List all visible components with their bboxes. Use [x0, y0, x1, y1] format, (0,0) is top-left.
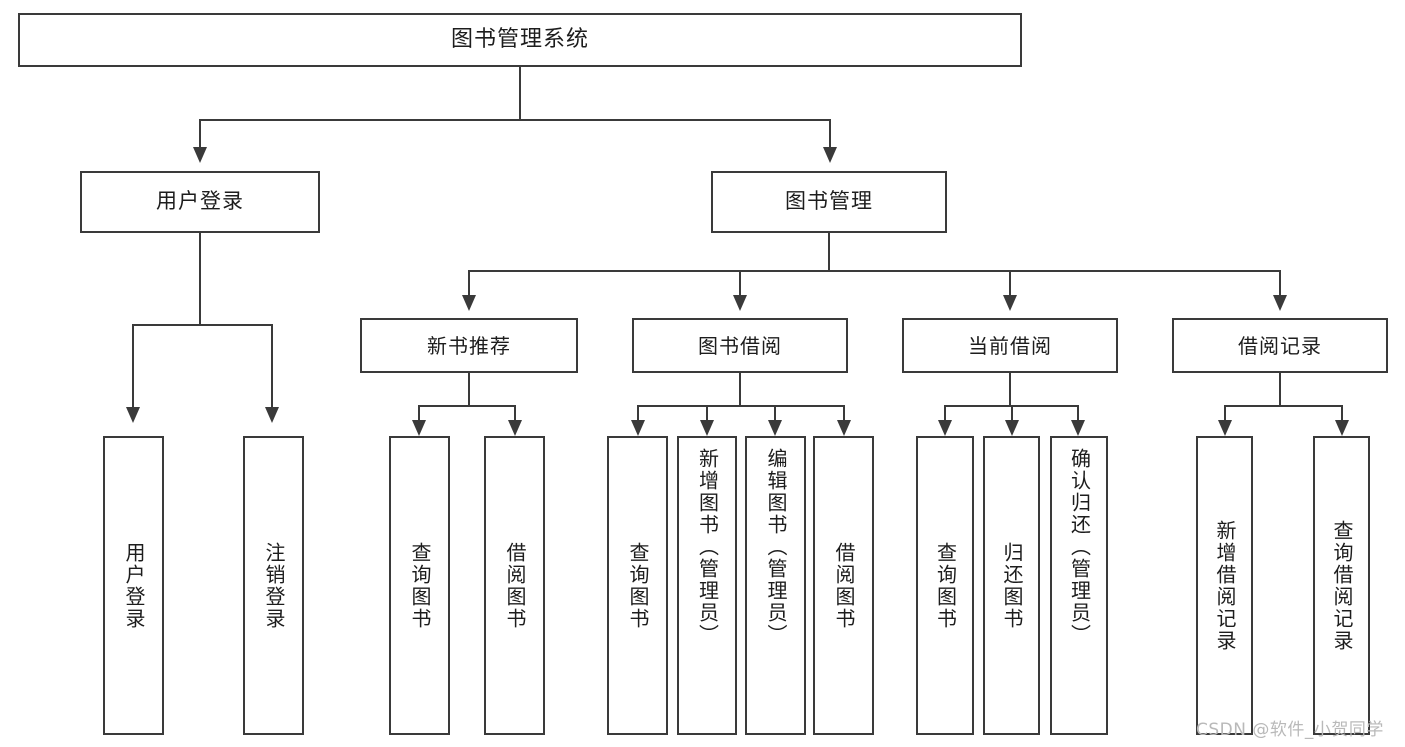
connector-user-login-stem: [199, 233, 201, 325]
leaf-user-login-login[interactable]: 用户登录: [103, 436, 164, 735]
arrowhead-bm-to-borrow-record: [1273, 295, 1287, 311]
connector-cb-to-leaf-3: [1077, 405, 1079, 421]
node-book-management-label: 图书管理: [785, 189, 873, 214]
connector-book-management-stem: [828, 233, 830, 271]
connector-bb-to-leaf-1: [637, 405, 639, 421]
connector-root-bar: [199, 119, 831, 121]
leaf-borrow-record-query-label: 查询借阅记录: [1330, 519, 1354, 652]
connector-bb-to-leaf-4: [843, 405, 845, 421]
node-current-borrow-label: 当前借阅: [968, 333, 1052, 358]
leaf-current-borrow-query[interactable]: 查询图书: [916, 436, 974, 735]
leaf-book-borrow-edit-label: 编辑图书（管理员）: [764, 448, 788, 646]
connector-new-book-to-leaf-2: [514, 405, 516, 421]
leaf-book-borrow-add-label: 新增图书（管理员）: [695, 448, 720, 646]
arrowhead-user-login-leaf-1: [126, 407, 140, 423]
leaf-book-borrow-query-label: 查询图书: [626, 541, 650, 630]
arrowhead-new-book-leaf-1: [412, 420, 426, 436]
leaf-user-login-logout[interactable]: 注销登录: [243, 436, 304, 735]
leaf-current-borrow-return[interactable]: 归还图书: [983, 436, 1040, 735]
arrowhead-root-to-user-login: [193, 147, 207, 163]
connector-br-to-leaf-2: [1341, 405, 1343, 421]
arrowhead-cb-leaf-2: [1005, 420, 1019, 436]
leaf-new-book-query-label: 查询图书: [408, 541, 432, 630]
node-new-book-recommend-label: 新书推荐: [427, 333, 511, 358]
node-root-system[interactable]: 图书管理系统: [18, 13, 1022, 67]
arrowhead-bb-leaf-3: [768, 420, 782, 436]
connector-bm-to-current-borrow: [1009, 270, 1011, 296]
arrowhead-bm-to-book-borrow: [733, 295, 747, 311]
arrowhead-bb-leaf-2: [700, 420, 714, 436]
connector-root-to-user-login: [199, 119, 201, 148]
connector-book-borrow-stem: [739, 373, 741, 406]
connector-current-borrow-stem: [1009, 373, 1011, 406]
leaf-borrow-record-add[interactable]: 新增借阅记录: [1196, 436, 1253, 735]
leaf-book-borrow-query[interactable]: 查询图书: [607, 436, 668, 735]
node-current-borrow[interactable]: 当前借阅: [902, 318, 1118, 373]
leaf-book-borrow-borrow-label: 借阅图书: [832, 541, 856, 630]
arrowhead-cb-leaf-1: [938, 420, 952, 436]
arrowhead-bb-leaf-1: [631, 420, 645, 436]
leaf-book-borrow-borrow[interactable]: 借阅图书: [813, 436, 874, 735]
connector-bb-to-leaf-2: [706, 405, 708, 421]
connector-user-login-bar: [132, 324, 272, 326]
leaf-borrow-record-add-label: 新增借阅记录: [1213, 519, 1237, 652]
leaf-user-login-logout-label: 注销登录: [262, 541, 286, 630]
leaf-new-book-borrow[interactable]: 借阅图书: [484, 436, 545, 735]
node-book-borrow[interactable]: 图书借阅: [632, 318, 848, 373]
connector-new-book-bar: [418, 405, 516, 407]
leaf-current-borrow-query-label: 查询图书: [933, 541, 958, 630]
connector-user-login-to-leaf-2: [271, 324, 273, 408]
connector-bm-to-book-borrow: [739, 270, 741, 296]
node-borrow-record-label: 借阅记录: [1238, 333, 1322, 358]
leaf-borrow-record-query[interactable]: 查询借阅记录: [1313, 436, 1370, 735]
leaf-user-login-login-label: 用户登录: [122, 541, 146, 630]
leaf-current-borrow-return-label: 归还图书: [1000, 541, 1024, 630]
csdn-watermark: CSDN @软件_小贺同学: [1196, 715, 1384, 740]
node-borrow-record[interactable]: 借阅记录: [1172, 318, 1388, 373]
connector-book-borrow-bar: [637, 405, 845, 407]
node-user-login-label: 用户登录: [156, 189, 244, 214]
leaf-new-book-borrow-label: 借阅图书: [503, 541, 527, 630]
arrowhead-bm-to-current-borrow: [1003, 295, 1017, 311]
connector-borrow-record-bar: [1224, 405, 1342, 407]
leaf-current-borrow-confirm-label: 确认归还（管理员）: [1067, 448, 1092, 646]
leaf-new-book-query[interactable]: 查询图书: [389, 436, 450, 735]
connector-user-login-to-leaf-1: [132, 324, 134, 408]
connector-cb-to-leaf-2: [1011, 405, 1013, 421]
leaf-book-borrow-edit[interactable]: 编辑图书（管理员）: [745, 436, 806, 735]
connector-root-stem: [519, 67, 521, 120]
connector-bm-to-borrow-record: [1279, 270, 1281, 296]
arrowhead-br-leaf-1: [1218, 420, 1232, 436]
connector-bb-to-leaf-3: [774, 405, 776, 421]
connector-borrow-record-stem: [1279, 373, 1281, 406]
connector-root-to-book-manage: [829, 119, 831, 148]
arrowhead-cb-leaf-3: [1071, 420, 1085, 436]
node-user-login[interactable]: 用户登录: [80, 171, 320, 233]
connector-bm-to-new-book: [468, 270, 470, 296]
arrowhead-br-leaf-2: [1335, 420, 1349, 436]
arrowhead-root-to-book-manage: [823, 147, 837, 163]
leaf-current-borrow-confirm[interactable]: 确认归还（管理员）: [1050, 436, 1108, 735]
connector-cb-to-leaf-1: [944, 405, 946, 421]
arrowhead-new-book-leaf-2: [508, 420, 522, 436]
connector-br-to-leaf-1: [1224, 405, 1226, 421]
node-new-book-recommend[interactable]: 新书推荐: [360, 318, 578, 373]
node-root-system-label: 图书管理系统: [450, 26, 589, 52]
arrowhead-bm-to-new-book: [462, 295, 476, 311]
arrowhead-bb-leaf-4: [837, 420, 851, 436]
leaf-book-borrow-add[interactable]: 新增图书（管理员）: [677, 436, 737, 735]
node-book-management[interactable]: 图书管理: [711, 171, 947, 233]
arrowhead-user-login-leaf-2: [265, 407, 279, 423]
node-book-borrow-label: 图书借阅: [698, 333, 782, 358]
connector-new-book-stem: [468, 373, 470, 406]
csdn-watermark-text: CSDN @软件_小贺同学: [1196, 720, 1384, 740]
connector-book-management-bar: [468, 270, 1280, 272]
connector-new-book-to-leaf-1: [418, 405, 420, 421]
